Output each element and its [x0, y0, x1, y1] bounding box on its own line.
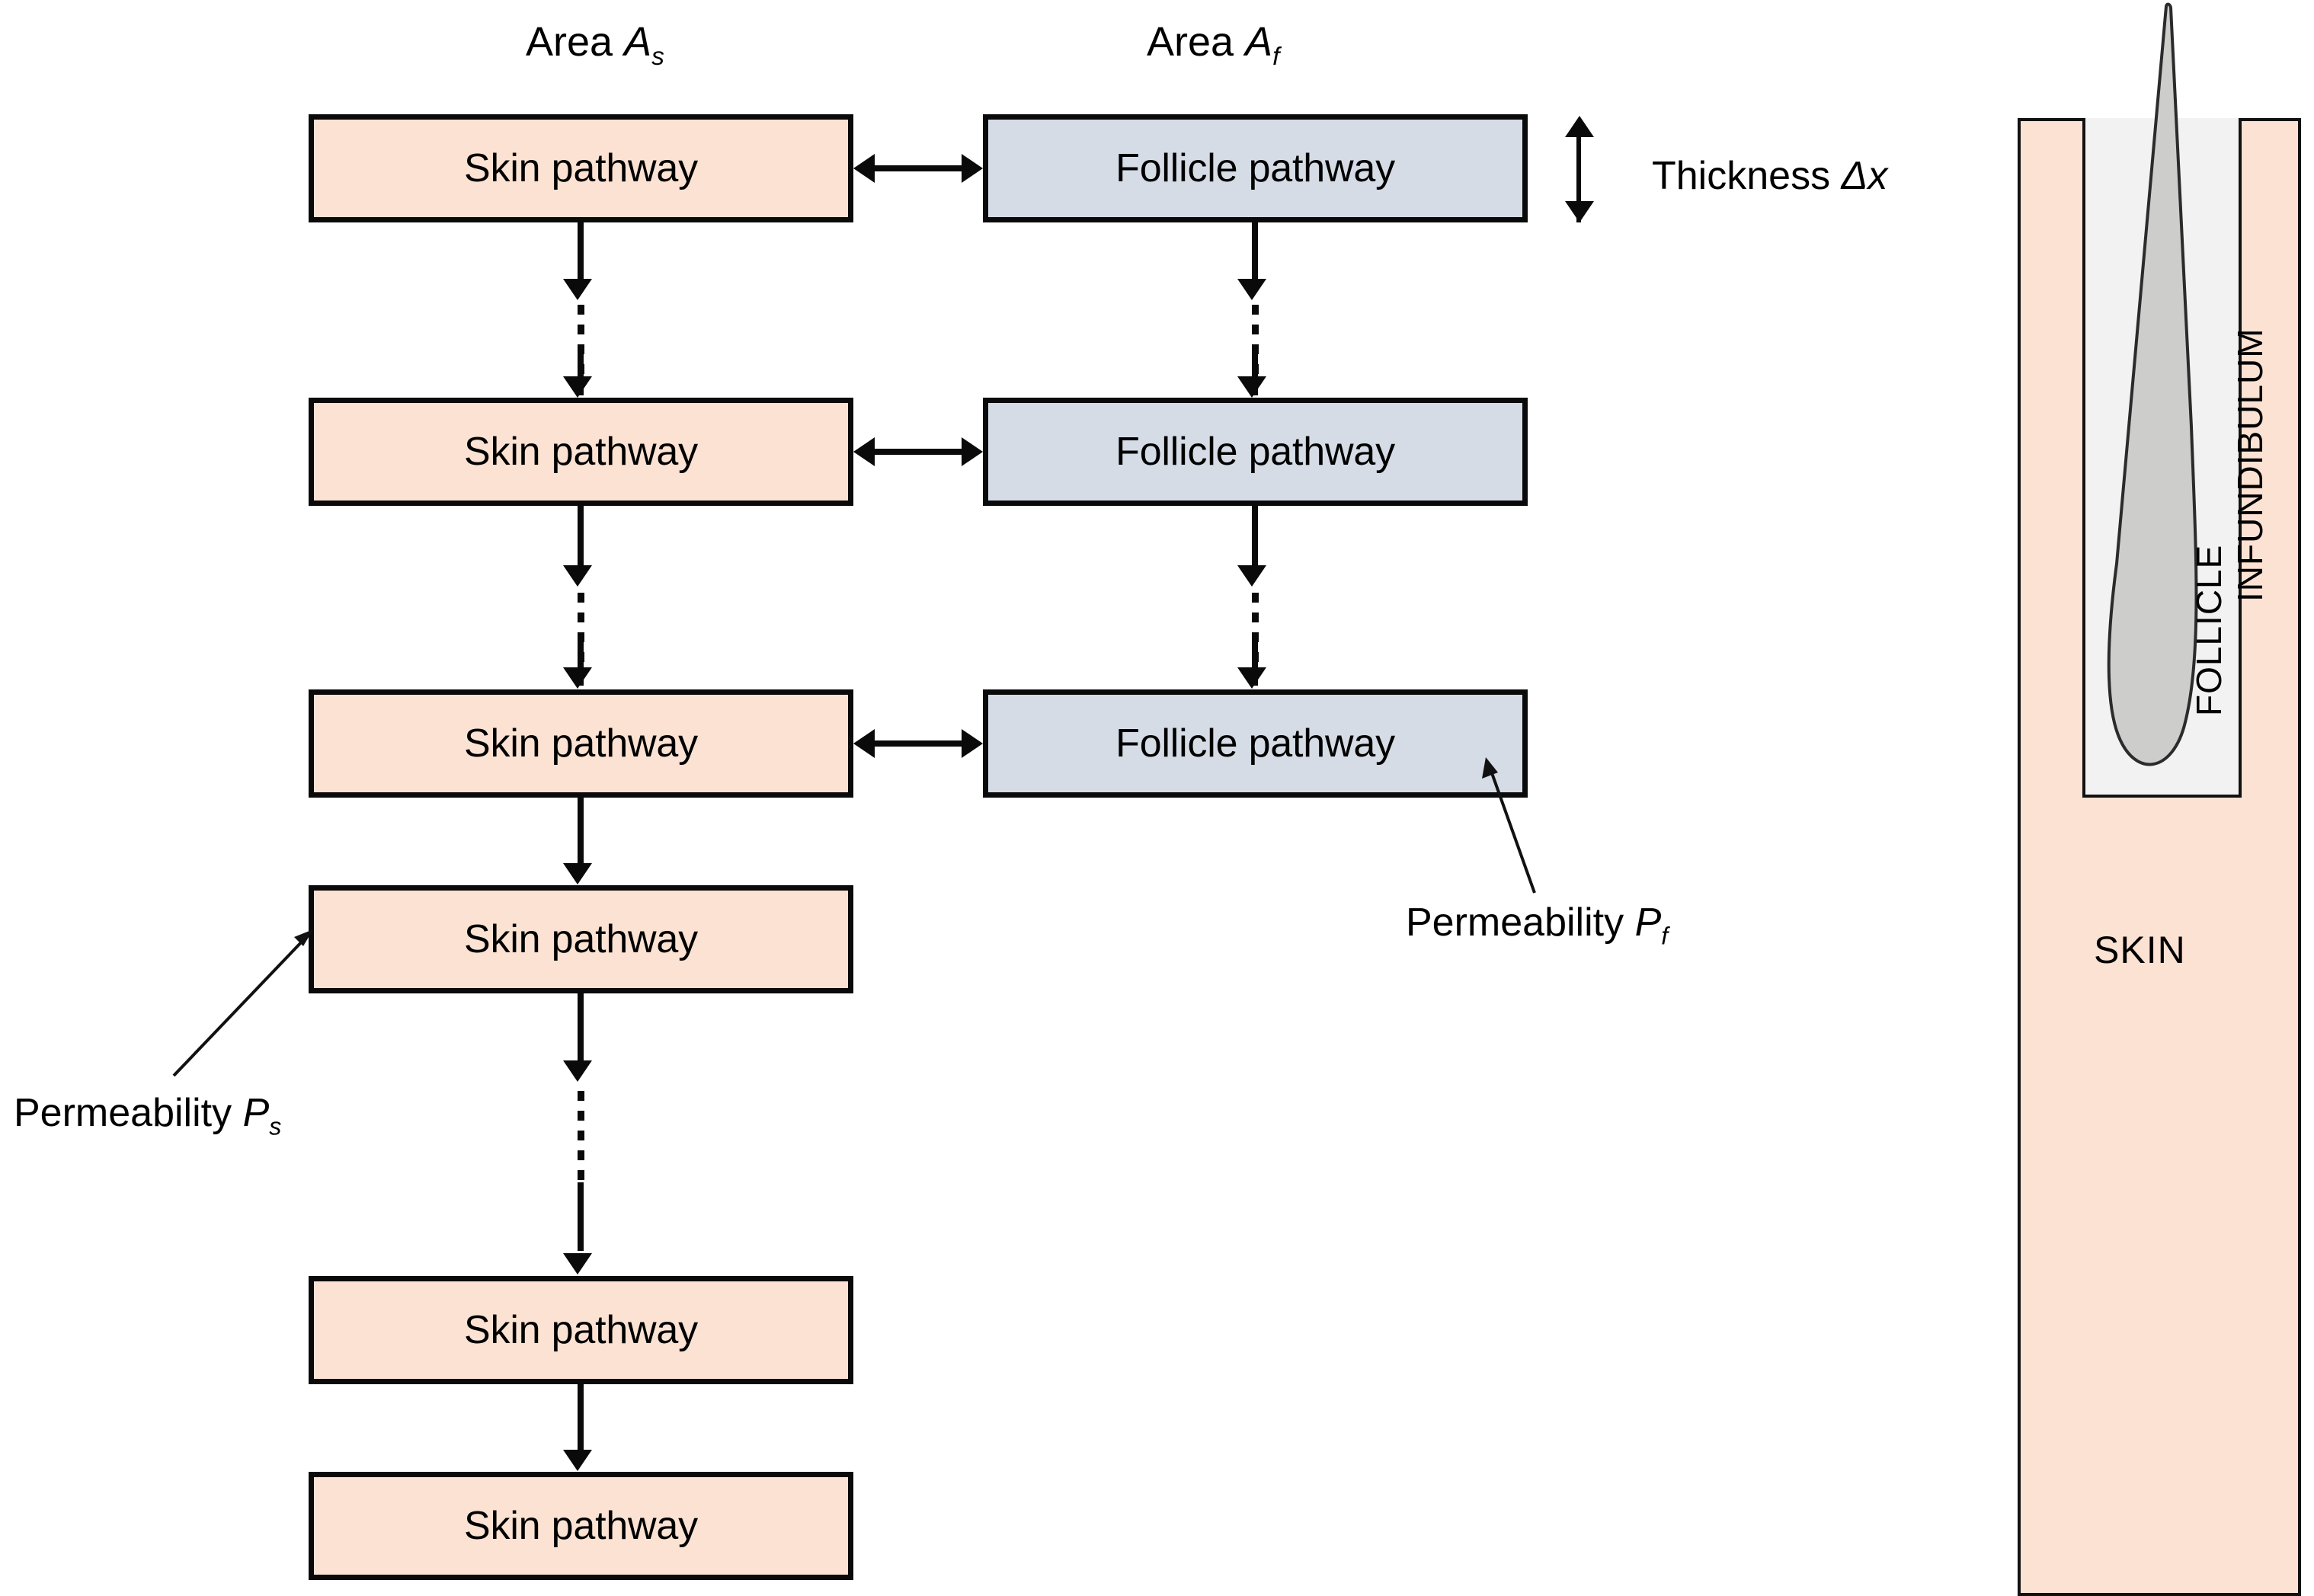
skin-pathway-box-5[interactable]: Skin pathway: [309, 1276, 853, 1384]
column-header-follicle-subscript: f: [1272, 42, 1280, 71]
exchange-arrow-row2-line: [875, 449, 963, 455]
exchange-arrow-row1-line: [875, 165, 963, 171]
skin-pathway-box-4-label: Skin pathway: [464, 917, 698, 961]
skin-pathway-box-1-label: Skin pathway: [464, 146, 698, 190]
skin-connector-3-line: [578, 798, 584, 868]
skin-pathway-box-6[interactable]: Skin pathway: [309, 1472, 853, 1580]
follicle-connector-2-dotted: [1252, 593, 1259, 664]
exchange-arrow-row1-head-right: [962, 154, 983, 183]
thickness-label-text: Thickness: [1652, 154, 1842, 198]
follicle-label: FOLLICLE: [2189, 544, 2229, 716]
exchange-arrow-row1-head-left: [853, 154, 875, 183]
skin-connector-2-segment-a: [578, 506, 584, 568]
follicle-pathway-box-3-label: Follicle pathway: [1115, 721, 1395, 766]
follicle-connector-1-arrowhead-a: [1237, 279, 1266, 300]
skin-pathway-box-6-label: Skin pathway: [464, 1504, 698, 1548]
permeability-skin-text: Permeability: [14, 1091, 243, 1135]
skin-connector-1-arrowhead-a: [563, 279, 592, 300]
permeability-follicle-symbol: P: [1634, 900, 1662, 945]
follicle-connector-1-arrowhead-b: [1237, 376, 1266, 398]
skin-pathway-box-2-label: Skin pathway: [464, 430, 698, 474]
follicle-connector-2-segment-a: [1252, 506, 1258, 568]
skin-connector-4-arrowhead-b: [563, 1253, 592, 1275]
follicle-connector-2-segment-b: [1252, 637, 1258, 686]
thickness-arrow-head-down: [1565, 201, 1594, 222]
column-header-follicle: Area Af: [1147, 21, 1279, 69]
column-header-follicle-prefix: Area: [1147, 19, 1246, 65]
skin-connector-2-segment-b: [578, 637, 584, 686]
skin-pathway-box-3-label: Skin pathway: [464, 721, 698, 766]
follicle-connector-1-segment-b: [1252, 347, 1258, 395]
exchange-arrow-row3-head-left: [853, 729, 875, 758]
skin-connector-1-segment-a: [578, 222, 584, 282]
follicle-pathway-box-2-label: Follicle pathway: [1115, 430, 1395, 474]
exchange-arrow-row3-line: [875, 740, 963, 747]
follicle-connector-2-arrowhead-b: [1237, 667, 1266, 689]
thickness-symbol: Δx: [1841, 154, 1888, 198]
column-header-skin-symbol: A: [624, 19, 652, 65]
follicle-pathway-box-2[interactable]: Follicle pathway: [983, 398, 1528, 506]
column-header-skin-prefix: Area: [526, 19, 625, 65]
skin-connector-1-arrowhead-b: [563, 376, 592, 398]
permeability-skin-symbol: P: [242, 1091, 270, 1135]
infundibulum-label: INFUNDIBULUM: [2230, 328, 2270, 602]
skin-connector-2-dotted: [578, 593, 584, 664]
follicle-hair-shape: [2107, 2, 2198, 766]
skin-label: SKIN: [2094, 929, 2186, 971]
skin-connector-2-arrowhead-b: [563, 667, 592, 689]
permeability-skin-subscript: s: [269, 1112, 282, 1140]
thickness-arrow-line: [1576, 131, 1581, 222]
follicle-pathway-box-3[interactable]: Follicle pathway: [983, 689, 1528, 798]
permeability-follicle-text: Permeability: [1406, 900, 1635, 945]
skin-connector-4-segment-b: [578, 1182, 584, 1251]
column-header-skin: Area As: [526, 21, 664, 69]
follicle-connector-2-arrowhead-a: [1237, 565, 1266, 587]
thickness-label: Thickness Δx: [1652, 156, 1887, 196]
follicle-pathway-box-1[interactable]: Follicle pathway: [983, 114, 1528, 222]
column-header-follicle-symbol: A: [1245, 19, 1273, 65]
skin-connector-4-segment-a: [578, 993, 584, 1063]
skin-pathway-box-1[interactable]: Skin pathway: [309, 114, 853, 222]
skin-pathway-box-5-label: Skin pathway: [464, 1308, 698, 1352]
skin-connector-2-arrowhead-a: [563, 565, 592, 587]
skin-connector-5-arrowhead: [563, 1450, 592, 1471]
skin-connector-4-dotted: [578, 1091, 584, 1182]
skin-pathway-box-2[interactable]: Skin pathway: [309, 398, 853, 506]
exchange-arrow-row2-head-right: [962, 437, 983, 466]
skin-connector-3-arrowhead: [563, 863, 592, 884]
skin-connector-4-arrowhead-a: [563, 1060, 592, 1082]
skin-connector-1-segment-b: [578, 347, 584, 395]
exchange-arrow-row3-head-right: [962, 729, 983, 758]
permeability-follicle-subscript: f: [1661, 922, 1669, 950]
skin-connector-1-dotted: [578, 305, 584, 375]
permeability-skin-label: Permeability Ps: [14, 1093, 281, 1139]
column-header-skin-subscript: s: [651, 42, 664, 71]
permeability-follicle-label: Permeability Pf: [1406, 903, 1668, 948]
exchange-arrow-row2-head-left: [853, 437, 875, 466]
skin-pathway-box-4[interactable]: Skin pathway: [309, 885, 853, 993]
skin-pathway-box-3[interactable]: Skin pathway: [309, 689, 853, 798]
follicle-pathway-box-1-label: Follicle pathway: [1115, 146, 1395, 190]
skin-connector-5-line: [578, 1384, 584, 1454]
follicle-connector-1-segment-a: [1252, 222, 1258, 282]
follicle-connector-1-dotted: [1252, 305, 1259, 375]
